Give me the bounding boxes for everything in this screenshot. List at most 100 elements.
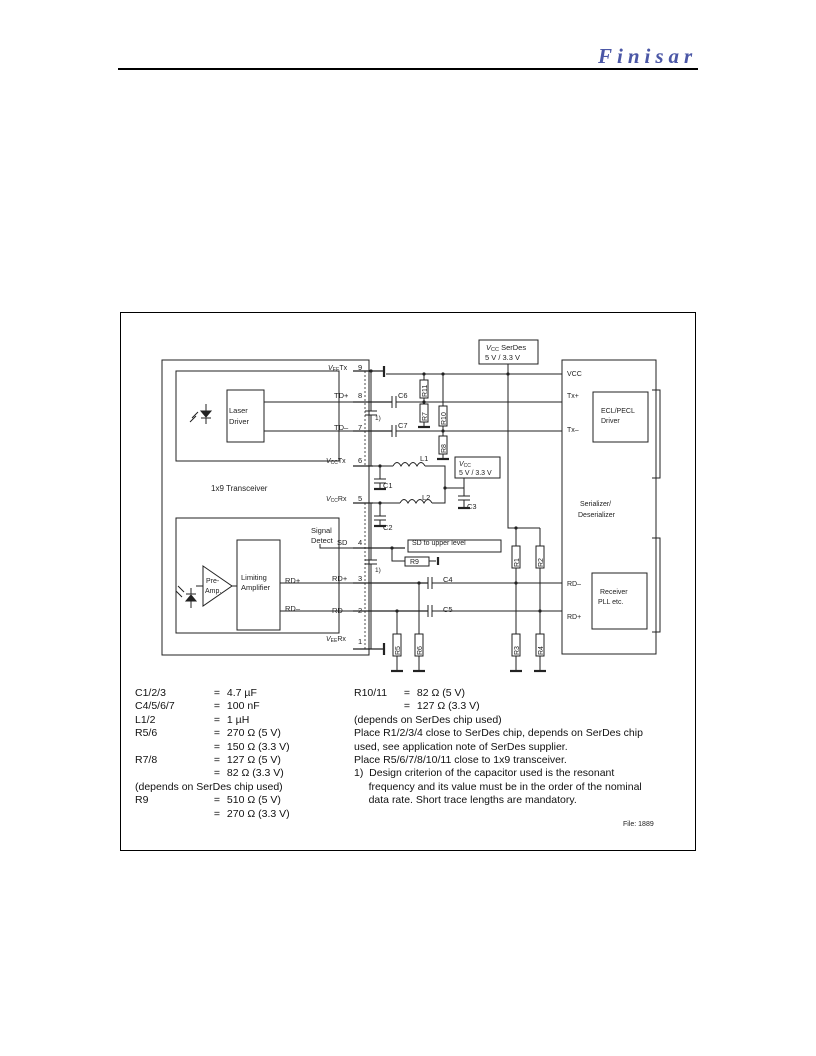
- transceiver-box: [161, 359, 370, 656]
- laser-diode-icon: [189, 404, 213, 424]
- label-c7: C7: [398, 421, 408, 430]
- note-row: (depends on SerDes chip used): [135, 780, 283, 793]
- signal-detect-label-1: Signal: [311, 526, 332, 535]
- serdes-pin-rd-plus: RD+: [567, 614, 581, 621]
- label-r11: R11: [422, 385, 429, 397]
- pin-name-9: VEETx: [328, 365, 348, 373]
- signal-detect-label-2: Detect: [311, 536, 334, 545]
- label-r10: R10: [441, 412, 448, 425]
- pin-name-5: VCCRx: [326, 496, 347, 504]
- ecl-driver-label-1: ECL/PECL: [601, 408, 635, 415]
- limiting-amp-label-1: Limiting: [241, 573, 267, 582]
- limiting-amplifier-box: [236, 539, 281, 631]
- label-c1: C1: [383, 481, 393, 490]
- pin-name-7: TD–: [334, 423, 349, 432]
- laser-driver-box: [226, 389, 265, 443]
- note-row: = 270 Ω (3.3 V): [213, 807, 290, 820]
- pin-num-3: 3: [358, 574, 362, 583]
- preamp-triangle: [202, 565, 233, 607]
- serdes-label-2: Deserializer: [578, 512, 616, 519]
- label-note-tx: 1): [375, 415, 381, 422]
- note-row: C4/5/6/7= 100 nF: [135, 700, 260, 713]
- file-id: File: 1889: [623, 821, 654, 828]
- label-r6: R6: [417, 646, 424, 655]
- notes-right: R10/11= 82 Ω (5 V) = 127 Ω (3.3 V) (depe…: [354, 687, 643, 808]
- pin-num-8: 8: [358, 391, 362, 400]
- label-l2: L2: [422, 493, 430, 502]
- serdes-pin-tx-minus: Tx–: [567, 427, 579, 434]
- label-note-rx: 1): [375, 567, 381, 574]
- note-row: data rate. Short trace lengths are manda…: [354, 794, 577, 807]
- serdes-supply-label-1: VCC SerDes: [486, 343, 526, 353]
- label-r2: R2: [538, 558, 545, 567]
- preamp-label-2: Amp.: [205, 588, 221, 595]
- label-c5: C5: [443, 605, 453, 614]
- label-r8: R8: [441, 444, 448, 453]
- pin-name-8: TD+: [334, 391, 349, 400]
- transmitter-block: [175, 370, 340, 462]
- label-c3: C3: [467, 502, 477, 511]
- serdes-pin-vcc: VCC: [567, 371, 582, 378]
- left-rd-plus: RD+: [285, 576, 301, 585]
- note-row: = 127 Ω (3.3 V): [403, 700, 480, 713]
- pin-name-1: VEERx: [326, 636, 346, 644]
- label-c4: C4: [443, 575, 453, 584]
- note-row: = 150 Ω (3.3 V): [213, 740, 290, 753]
- receiver-pll-box: [591, 572, 648, 630]
- left-rd-minus: RD–: [285, 604, 301, 613]
- note-row: Place R1/2/3/4 close to SerDes chip, dep…: [354, 727, 643, 740]
- pin-num-7: 7: [358, 423, 362, 432]
- pin-num-5: 5: [358, 494, 362, 503]
- label-c2: C2: [383, 523, 393, 532]
- ecl-driver-label-2: Driver: [601, 418, 620, 425]
- receiver-block: [175, 517, 340, 634]
- serdes-pin-rd-minus: RD–: [567, 581, 581, 588]
- label-l1: L1: [420, 454, 428, 463]
- serdes-supply-label-2: 5 V / 3.3 V: [485, 353, 520, 362]
- label-r5: R5: [395, 646, 402, 655]
- pin-num-4: 4: [358, 538, 362, 547]
- note-row: frequency and its value must be in the o…: [354, 780, 642, 793]
- vcc-supply-box: [454, 456, 501, 479]
- note-row: 1) Design criterion of the capacitor use…: [354, 767, 615, 780]
- serdes-pin-tx-plus: Tx+: [567, 393, 579, 400]
- photodiode-icon: [175, 585, 198, 608]
- note-row: L1/2= 1 µH: [135, 713, 250, 726]
- header-rule: [118, 68, 698, 70]
- pin-num-2: 2: [358, 606, 362, 615]
- transceiver-label: 1x9 Transceiver: [211, 484, 268, 493]
- label-r9: R9: [410, 559, 419, 566]
- note-row: used, see application note of SerDes sup…: [354, 740, 568, 753]
- serdes-label-1: Serializer/: [580, 501, 611, 508]
- note-row: R10/11= 82 Ω (5 V): [354, 687, 466, 699]
- note-row: Place R5/6/7/8/10/11 close to 1x9 transc…: [354, 753, 567, 766]
- serdes-box: [561, 359, 657, 655]
- ecl-driver-box: [592, 391, 649, 443]
- note-row: R5/6= 270 Ω (5 V): [135, 727, 281, 740]
- figure-frame: [120, 312, 696, 851]
- note-row: = 82 Ω (3.3 V): [213, 767, 284, 780]
- note-row: R9= 510 Ω (5 V): [135, 794, 281, 807]
- label-r7: R7: [422, 412, 429, 421]
- sd-upper-level-label: SD to upper level: [412, 540, 466, 547]
- laser-driver-label-2: Driver: [229, 417, 250, 426]
- pin-num-1: 1: [358, 637, 362, 646]
- brand-logo: Finisar: [598, 44, 698, 68]
- label-r1: R1: [514, 558, 521, 567]
- limiting-amp-label-2: Amplifier: [241, 583, 271, 592]
- pin-name-6: VCCTx: [326, 458, 346, 466]
- note-row: C1/2/3= 4.7 µF: [135, 687, 257, 699]
- sd-upper-level-box: [407, 539, 502, 553]
- vcc-supply-label-2: 5 V / 3.3 V: [459, 470, 492, 477]
- laser-driver-label-1: Laser: [229, 406, 248, 415]
- label-c6: C6: [398, 391, 408, 400]
- pin-num-9: 9: [358, 363, 362, 372]
- pin-name-4: SD: [337, 538, 348, 547]
- receiver-pll-label-2: PLL etc.: [598, 599, 623, 606]
- notes-left: C1/2/3= 4.7 µF C4/5/6/7= 100 nF L1/2= 1 …: [135, 687, 290, 821]
- note-row: R7/8= 127 Ω (5 V): [135, 753, 281, 766]
- note-row: (depends on SerDes chip used): [354, 713, 502, 726]
- pin-name-3: RD+: [332, 574, 348, 583]
- pin-num-6: 6: [358, 456, 362, 465]
